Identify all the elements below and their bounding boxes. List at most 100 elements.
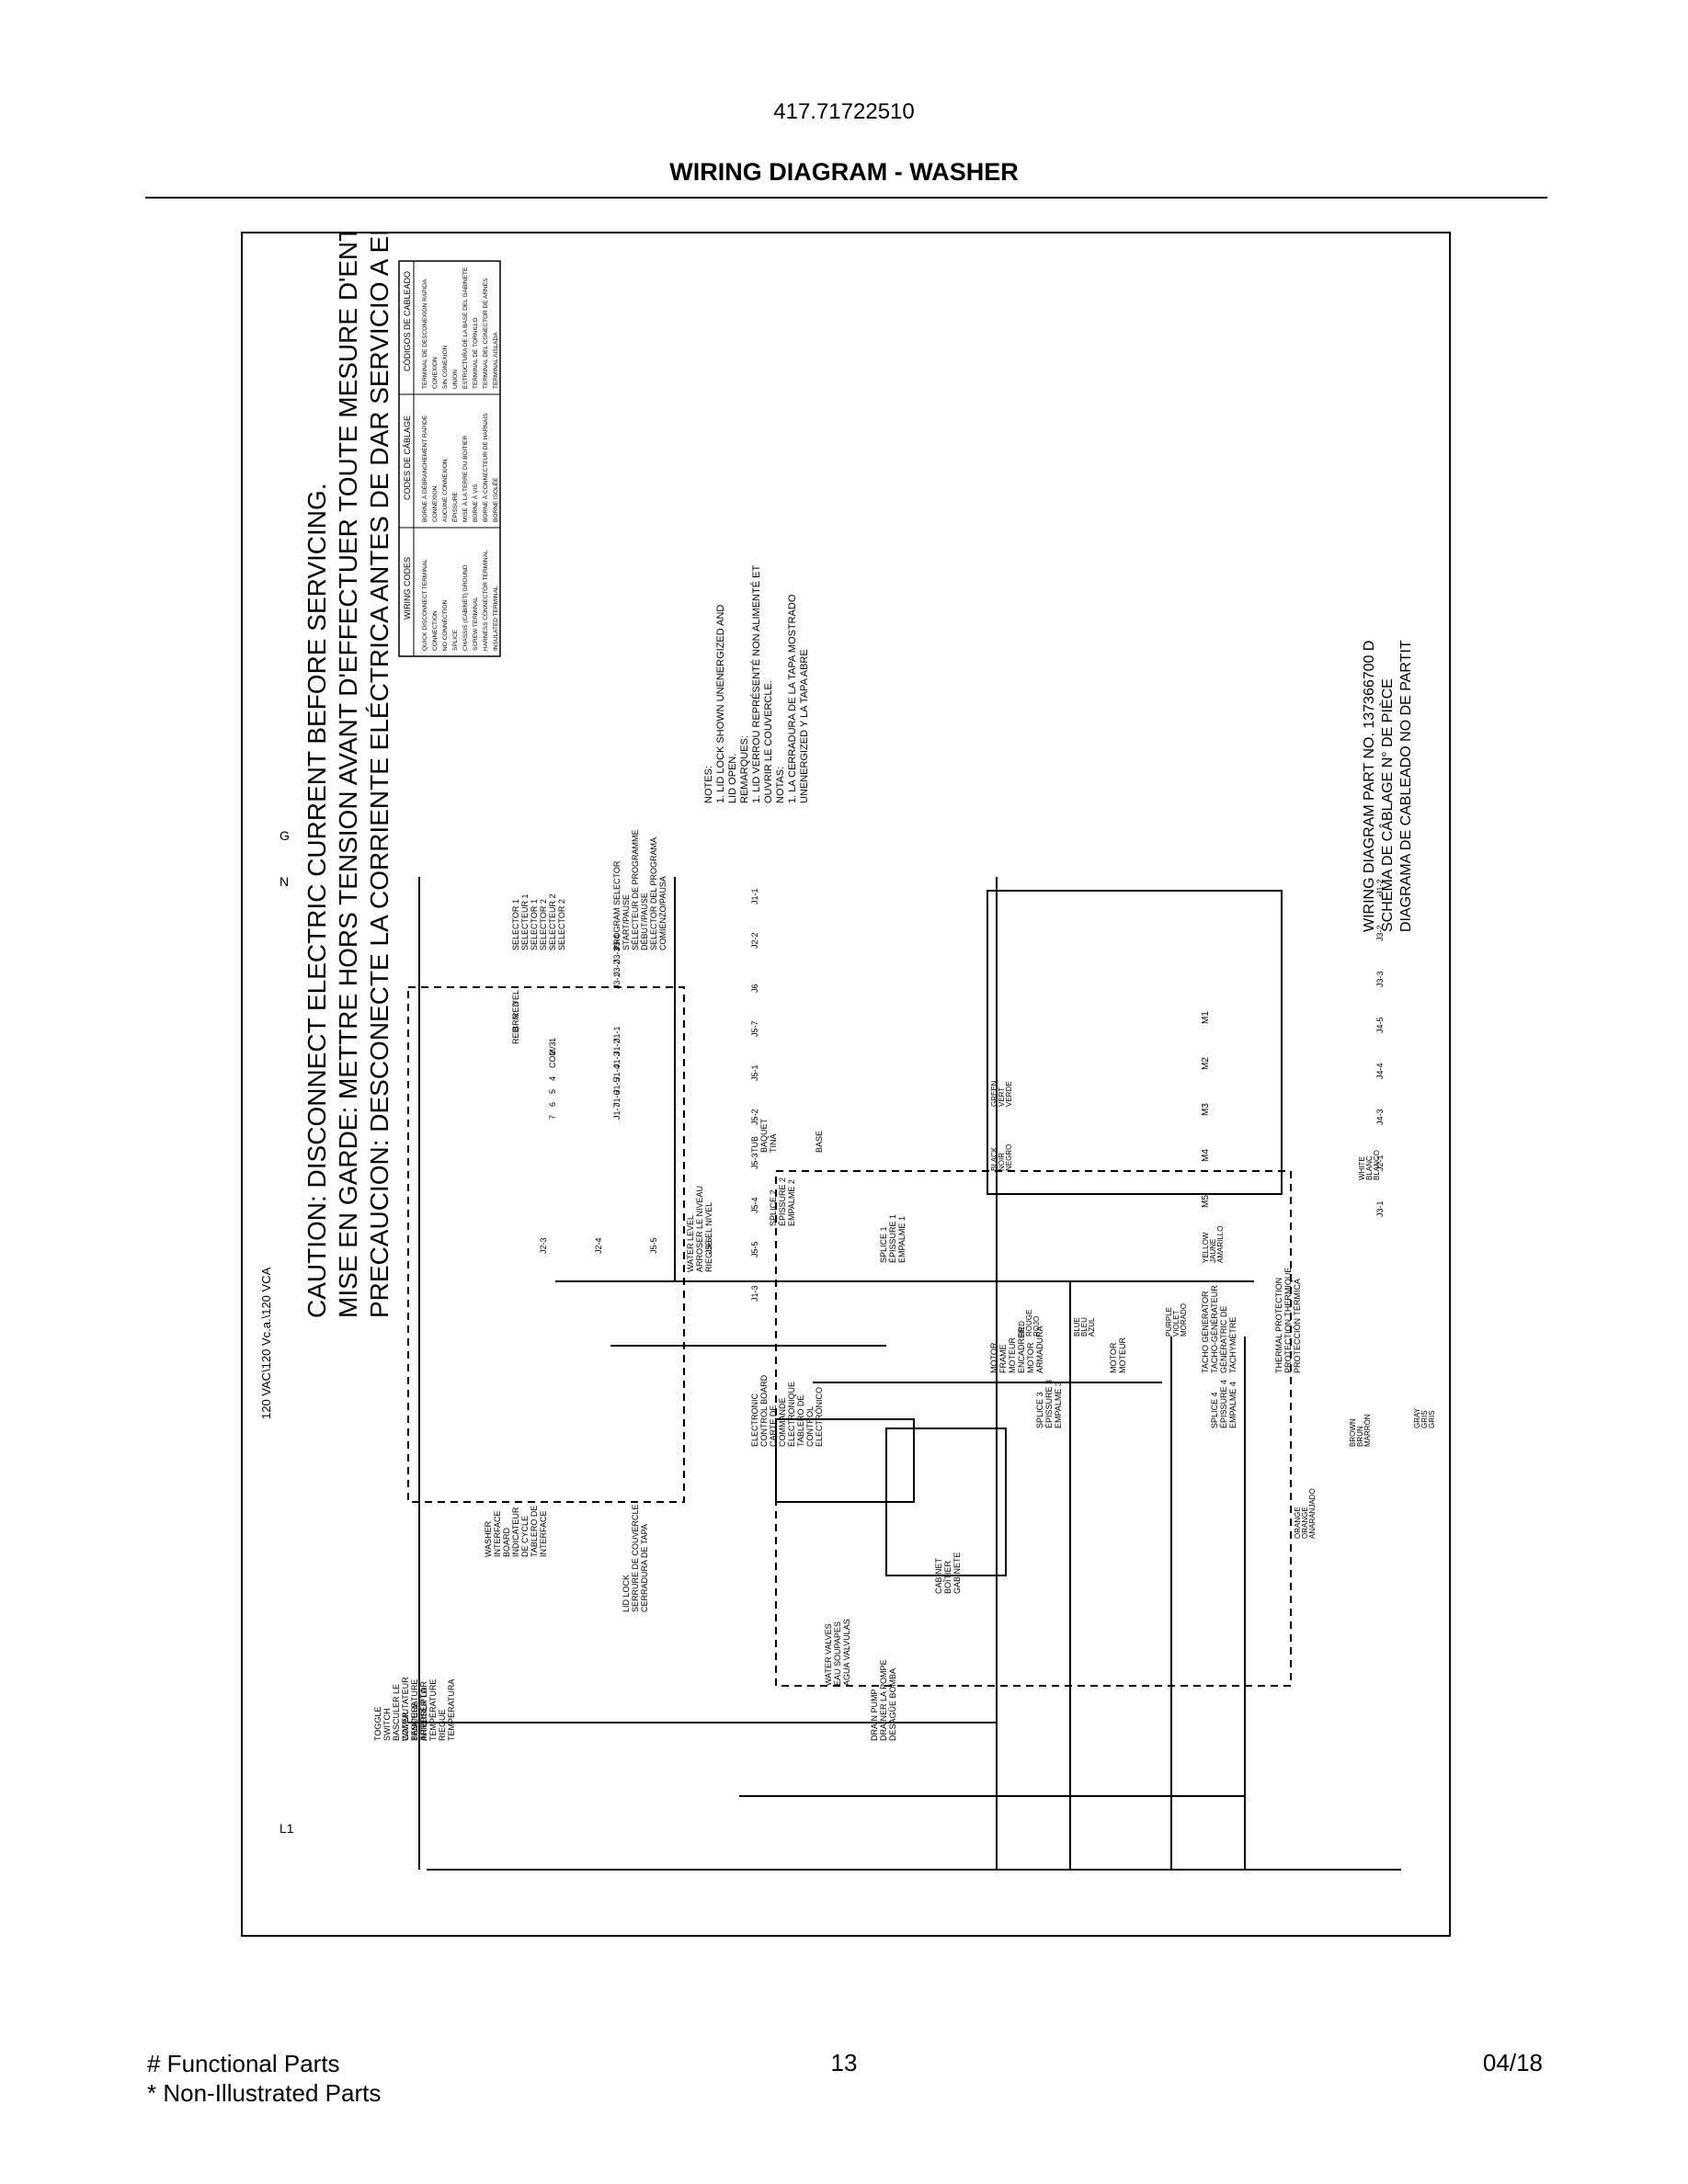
base-label-line: BASE (815, 1131, 824, 1153)
lid-lock-label-line: CERRADURA DE TAPA (640, 1524, 649, 1612)
program-conn-line: J1-2 (612, 1039, 622, 1055)
diagram-frame (241, 232, 1451, 1937)
code-es: UNION (452, 370, 459, 389)
control-conn-bottom: J4-5 (1375, 1017, 1385, 1033)
supply-voltage: 120 VAC\120 Vc.a.\120 VCA (259, 1267, 273, 1419)
program-pin-line: 1 (548, 1038, 557, 1042)
interface-board-label-line: WASHER (484, 1520, 493, 1557)
wire-color-blue-line: BLUE (1073, 1317, 1081, 1337)
motor-pin-line: M4 (1201, 1149, 1211, 1162)
control-conn-bottom: J2-1 (1375, 1155, 1385, 1171)
toggle-switch-label-line: COMMUTATEUR (401, 1677, 410, 1741)
selector-label-line: SELECTEUR 2 (548, 893, 557, 950)
program-conn-line: J1-1 (612, 1026, 622, 1042)
tub-label-line: BAQUET (759, 1118, 769, 1153)
program-pin-line: 5 (548, 1089, 557, 1094)
program-pin-line: COM/3 (548, 1041, 557, 1068)
control-conn-top: J5-4 (750, 1197, 759, 1213)
wire-color-black-line: NEGRO (1005, 1144, 1013, 1171)
program-conn: J1-1 (612, 1026, 622, 1042)
toggle-switch-label-line: INTERRUPTOR (419, 1681, 428, 1741)
non-illustrated-note: * Non-Illustrated Parts (147, 2079, 382, 2107)
supply-g: G (279, 828, 290, 843)
tub-label-line: TINA (769, 1133, 778, 1153)
control-conn-bottom: J1-2 (1375, 879, 1385, 895)
selector-label-line: SELECTEUR 1 (520, 893, 530, 950)
splice-1-label-line: SPLICE 1 (879, 1226, 888, 1263)
motor-pin-line: M1 (1201, 1011, 1211, 1024)
interface-board-label-line: INTERFACE (493, 1510, 502, 1557)
code-fr: CONNEXION (432, 485, 439, 522)
control-conn-bottom-line: J4-3 (1375, 1109, 1385, 1125)
control-conn-top-line: J1-1 (750, 888, 759, 904)
code-es: TERMINAL AISLADA (493, 332, 499, 389)
interface-conn-line: J5-6 (704, 1237, 713, 1254)
toggle-switch-label-line: BASCULER LE (392, 1684, 401, 1741)
program-pin-line: 6 (548, 1102, 557, 1107)
motor-frame-label-line: MOTOR (989, 1342, 998, 1373)
wire-color-gray-line: GRIS (1420, 1410, 1429, 1428)
selector-wire-line: YEL (511, 990, 520, 1006)
control-conn-bottom-line: J4-4 (1375, 1063, 1385, 1079)
program-conn-line: J1-5 (612, 1077, 622, 1094)
interface-board-label-line: TABLERO DE (530, 1506, 539, 1557)
control-conn-top: J5-3 (750, 1153, 759, 1169)
control-conn-bottom: J3-1 (1375, 1200, 1385, 1217)
supply-n: N (279, 874, 289, 889)
wire-color-brown-line: MARRÓN (1363, 1414, 1372, 1447)
splice-2-label-line: EMPALME 2 (787, 1179, 796, 1226)
code-es: TERMINAL DE TORNILLO (473, 317, 479, 389)
wire-color-blue-line: BLEU (1080, 1317, 1089, 1337)
code-en: NO CONNECTION (442, 599, 449, 651)
wire-color-white-line: WHITE (1358, 1156, 1366, 1180)
water-valves-label-line: AGUA VALVULAS (842, 1619, 851, 1686)
supply-l1: L1 (279, 1821, 294, 1836)
part-number-line: SCHÉMA DE CÂBLAGE N° DE PIÈCE (1378, 678, 1396, 932)
control-conn-top: J6 (750, 984, 759, 993)
control-conn-top-line: J5-2 (750, 1109, 759, 1125)
program-conn-line: J1-4 (612, 1064, 622, 1081)
interface-board-label-line: INTERFACE (539, 1510, 548, 1557)
program-conn: J1-7 (612, 1103, 622, 1120)
interface-conn-line: J2-4 (594, 1237, 603, 1254)
program-conn: J1-2 (612, 1039, 622, 1055)
wire-color-purple-line: VIOLET (1172, 1310, 1180, 1337)
code-en: QUICK DISCONNECT TERMINAL (422, 559, 428, 651)
control-conn-bottom-line: J1-2 (1375, 879, 1385, 895)
splice-4-label-line: EMPALME 4 (1228, 1382, 1237, 1428)
control-conn-top-line: J5-5 (750, 1241, 759, 1257)
program-pin-line: 2 (548, 1051, 557, 1055)
selector-conn-line: J3-4 (612, 934, 622, 950)
control-conn-top: J5-2 (750, 1109, 759, 1125)
note-line: 1. LID LOCK SHOWN UNENERGIZED AND (715, 605, 726, 803)
cabinet-label-line: CABINET (934, 1557, 943, 1594)
wire-color-purple-line: PURPLE (1165, 1307, 1173, 1337)
note-line: NOTES: (703, 766, 714, 803)
motor-pin-line: M3 (1201, 1103, 1211, 1116)
selector-wire-line: RED (511, 1000, 520, 1018)
water-temp-label-line: TEMPÉRATURE (428, 1679, 438, 1741)
program-pin: 2 (548, 1051, 557, 1055)
drain-pump-label-line: DESAGÜE BOMBA (888, 1668, 897, 1741)
selector-wire: BRN (511, 1014, 520, 1031)
control-board-label-line: ÉLECTRONIQUE (787, 1382, 796, 1447)
tub-label-line: TUB (750, 1136, 759, 1153)
selector-label-line: SELECTOR 2 (539, 899, 548, 950)
control-conn-top-line: J5-3 (750, 1153, 759, 1169)
selector-conn-line: J3-3 (612, 947, 622, 963)
note-line: OUVRIR LE COUVERCLE. (763, 680, 774, 803)
selector-conn: J3-2 (612, 960, 622, 976)
interface-board-label-line: DE CYCLE (520, 1516, 530, 1557)
motor-frame-label-line: ENCADRER (1017, 1326, 1026, 1373)
wire-color-yellow-line: AMARILLO (1216, 1226, 1225, 1263)
program-selector-label-line: SÉLECTEUR DE PROGRAMME (631, 829, 640, 950)
wire-color-black-line: BLACK (990, 1146, 998, 1171)
control-board-label-line: COMMANDE (778, 1398, 787, 1448)
motor-pin: M4 (1201, 1149, 1211, 1162)
